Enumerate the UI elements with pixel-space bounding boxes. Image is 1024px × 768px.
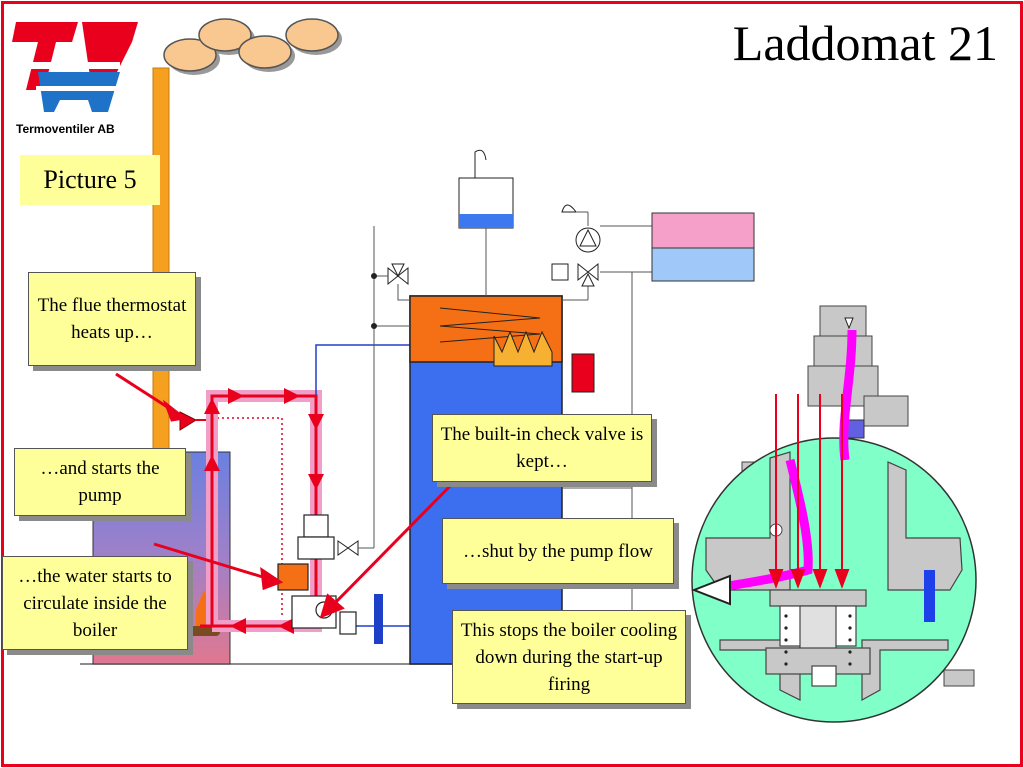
callout-stops-cooling: This stops the boiler cooling down durin… [452,610,686,704]
callout-starts-pump: …and starts the pump [14,448,186,516]
slide-title: Laddomat 21 [732,15,998,71]
bypass-valve-icon [337,540,359,556]
blue-valve-marker [374,594,383,644]
callout-check-valve: The built-in check valve is kept… [432,414,652,482]
termoventiler-logo [12,22,138,112]
callout-flue-thermostat: The flue thermostat heats up… [28,272,196,366]
callout-water-circulates: …the water starts to circulate inside th… [2,556,188,650]
company-name: Termoventiler AB [16,122,115,136]
circulation-pump-icon [561,204,601,253]
radiator [651,212,755,282]
smoke-clouds [163,18,342,75]
circulation-path [200,390,322,632]
callout-shut-by-pump: …shut by the pump flow [442,518,674,584]
flow-direction-arrow [691,574,731,606]
laddomat-unit [277,514,357,635]
valve-detail-view [691,305,977,723]
mixing-valve-left [387,263,409,286]
expansion-vessel [458,149,514,296]
callout-pointers [115,372,458,619]
flow-arrows [204,388,324,634]
mixing-valve-right [551,262,599,287]
picture-label: Picture 5 [20,155,160,205]
